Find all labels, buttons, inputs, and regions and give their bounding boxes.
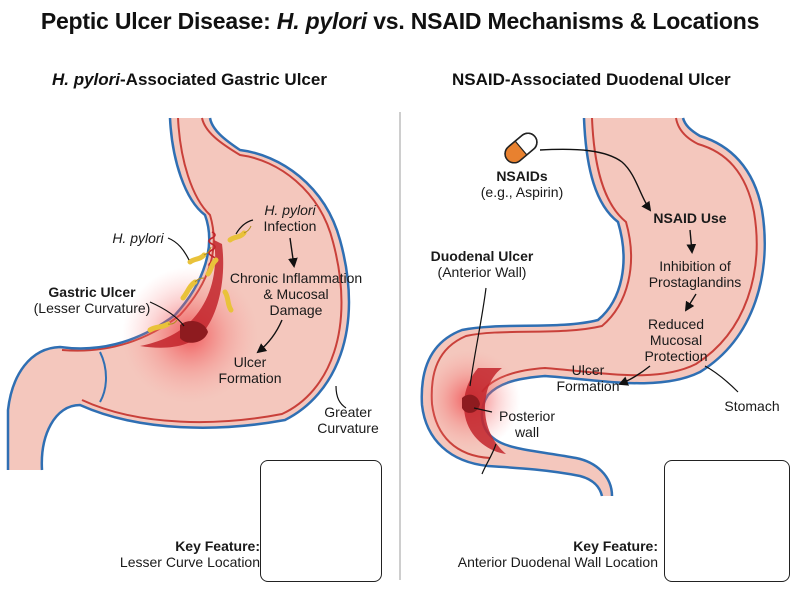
label-h-pylori: H. pylori: [112, 230, 164, 246]
right-pointer-posterior-wall-tail: [481, 443, 497, 475]
left-pointer-gastric-ulcer: [149, 301, 185, 327]
left-panel-subtitle: H. pylori-Associated Gastric Ulcer: [52, 70, 327, 89]
right-stomach-tissue: [421, 118, 765, 496]
right-arrow-inhibition-to-reduced: [684, 293, 697, 312]
right-arrow-use-to-inhibition: [686, 229, 697, 254]
h-pylori-flagella: [167, 225, 252, 325]
right-pointer-stomach: [704, 365, 739, 393]
right-pointer-duodenal-ulcer: [469, 287, 487, 387]
right-lesser-outer-wall: [420, 117, 625, 497]
left-pointer-infection: [235, 219, 254, 235]
right-greater-inner-wall: [481, 117, 758, 393]
left-greater-outer-wall: [40, 117, 351, 471]
right-pointer-posterior-wall: [473, 407, 493, 413]
left-arrow-inflammation-to-ulcer: [256, 319, 283, 354]
left-ulcer-crater: [140, 240, 224, 348]
page-title: Peptic Ulcer Disease: H. pylori vs. NSAI…: [40, 8, 760, 34]
left-greater-inner-wall: [81, 117, 343, 424]
right-arrow-reduced-to-ulcer: [618, 365, 651, 386]
right-key-feature-text: Key Feature:Anterior Duodenal Wall Locat…: [457, 538, 658, 570]
label-stomach: Stomach: [724, 398, 780, 414]
label-nsaids: NSAIDs(e.g., Aspirin): [480, 168, 564, 200]
left-key-inset-box: [260, 460, 382, 582]
label-nsaid-use: NSAID Use: [653, 210, 727, 226]
right-stomach: [420, 117, 766, 497]
left-pylorus: [99, 351, 107, 403]
left-arrow-infection-to-inflammation: [288, 237, 298, 268]
left-stomach: [6, 117, 351, 471]
right-greater-outer-wall: [480, 117, 766, 497]
left-stomach-tissue: [8, 118, 349, 470]
right-panel-subtitle: NSAID-Associated Duodenal Ulcer: [452, 70, 731, 89]
label-gastric-ulcer: Gastric Ulcer(Lesser Curvature): [33, 284, 151, 316]
label-duodenal-ulcer: Duodenal Ulcer(Anterior Wall): [430, 248, 534, 280]
left-pointer-h-pylori: [167, 237, 190, 261]
h-pylori-bacteria: [147, 230, 247, 333]
nsaid-pill-icon: [504, 132, 538, 164]
right-key-inset-box: [664, 460, 790, 582]
left-key-feature-text: Key Feature:Lesser Curve Location: [119, 538, 260, 570]
right-arrow-nsaids-to-use: [539, 148, 652, 212]
left-ulcer-pit: [180, 320, 208, 343]
left-pointer-greater-curvature: [335, 385, 347, 409]
